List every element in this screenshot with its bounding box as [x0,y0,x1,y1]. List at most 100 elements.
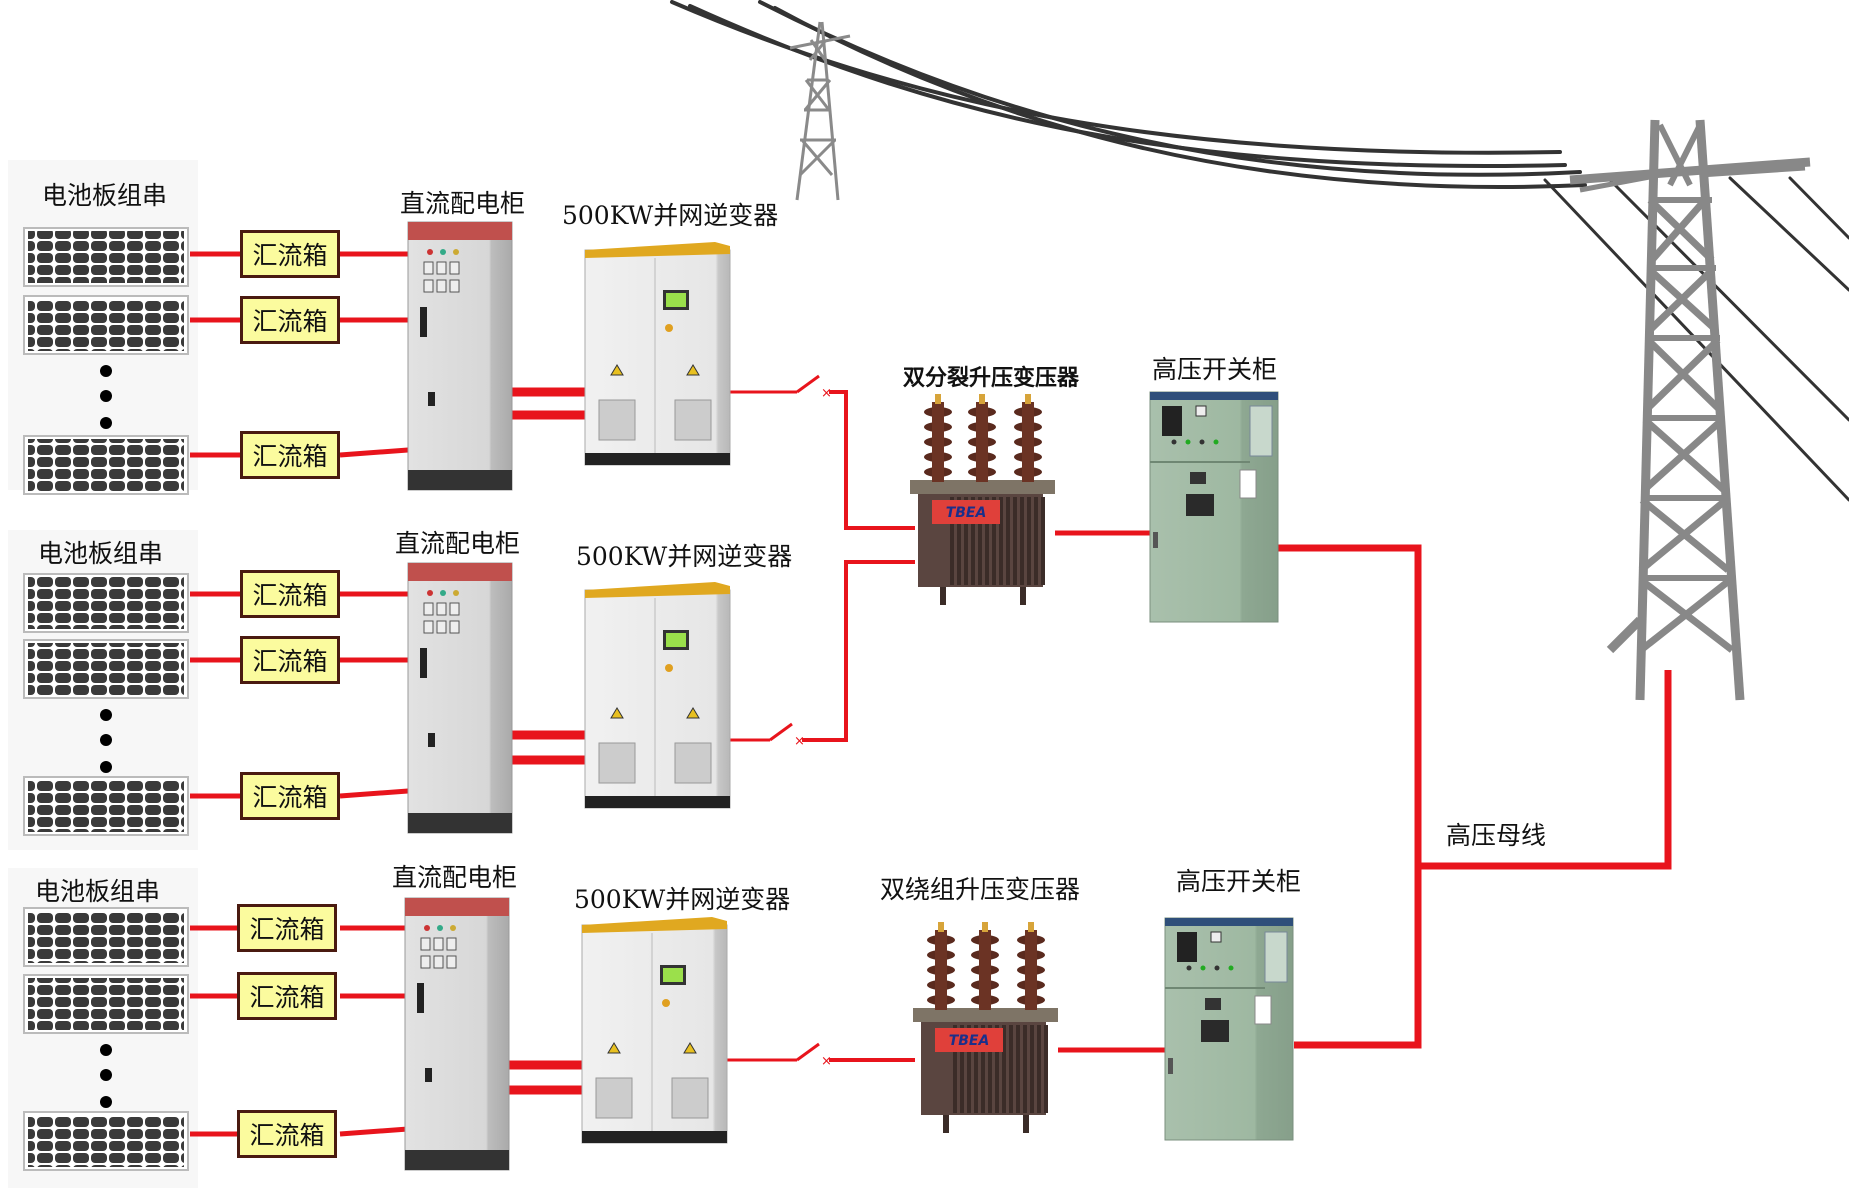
switchgear-meter [1195,405,1207,417]
radiator-fin [953,1025,957,1113]
radiator-fin [967,1025,971,1113]
warning-icon [610,364,624,376]
switchgear-door-handle [1153,532,1158,548]
meter [423,602,434,616]
switchgear-header [1165,918,1293,926]
switchgear-window [1264,931,1288,983]
transformer-lid [913,1008,1058,1022]
pv-cells [28,978,184,1030]
meter [446,937,457,951]
inverter-screen-display [666,293,686,307]
brand-logo: TBEA [949,1033,990,1049]
inverter-top-trim [585,582,730,598]
transformer-leg [943,1115,949,1133]
radiator-fin [995,1025,999,1113]
indicator-light [453,249,459,255]
ellipsis-dot [100,1096,112,1108]
switchgear-meter [1210,931,1222,943]
transformer-lid [910,480,1055,494]
radiator-fin [957,497,961,585]
dc-distribution-cabinet-icon [407,221,513,491]
combiner-box-1-2: 汇流箱 [240,296,340,344]
vent-grille [598,742,636,784]
radiator-fin [1023,1025,1027,1113]
meter [436,279,447,293]
bushing-terminal [979,394,985,404]
combiner-to-dc-wire [339,1126,409,1137]
inverter-to-transformer-wire [829,390,915,530]
inverter-label-1: 500KW并网逆变器 [562,201,779,230]
radiator-fin [964,497,968,585]
bushing-icon [1022,402,1034,482]
dc-cabinet-base [405,1150,509,1170]
radiator-fin [960,1025,964,1113]
dual-winding-transformer-icon: TBEA [913,922,1058,1133]
vent-grille [595,1077,633,1119]
radiator-fin [999,497,1003,585]
inverter-label-3: 500KW并网逆变器 [574,885,791,914]
pv-panel-icon [23,974,189,1034]
emergency-stop-button [665,324,673,332]
bushing-terminal [982,922,988,932]
inverter-base [585,453,730,465]
bushing-terminal [1025,394,1031,404]
switchgear-label-1: 高压开关柜 [1152,355,1278,384]
emergency-stop-button [665,664,673,672]
breaker-switch-icon [796,1042,820,1062]
radiator-fin [992,497,996,585]
pv-panel-icon [23,1111,189,1171]
pv-panel-icon [23,435,189,495]
pv-panel-icon [23,295,189,355]
radiator-fin [988,1025,992,1113]
dc-distribution-cabinet-icon [407,562,513,834]
radiator-fin [1002,1025,1006,1113]
radiator-fin [1020,497,1024,585]
indicator-light [424,925,430,931]
brand-plate [932,500,1000,524]
dc-lock [428,392,435,406]
combiner-box-3-2: 汇流箱 [237,972,337,1020]
pv-cells [28,643,184,695]
transformer-label-2: 双绕组升压变压器 [880,875,1081,904]
ellipsis-dot [100,1044,112,1056]
bushing-icon [979,930,991,1010]
switchgear-control-panel [1201,1020,1229,1042]
warning-icon [610,707,624,719]
warning-icon [607,1042,621,1054]
combiner-to-dc-wire [339,447,409,458]
bushing-icon [932,402,944,482]
dc-cabinet-header [405,898,509,916]
combiner-box-2-1: 汇流箱 [240,570,340,618]
meter [423,620,434,634]
cable-3 [758,0,1582,177]
switchgear-indicator [1213,439,1219,445]
bushing-terminal [938,922,944,932]
combiner-to-dc-wire [339,788,409,799]
dc-cabinet-label-2: 直流配电柜 [395,529,521,558]
radiator-fin [971,497,975,585]
pv-cells [28,231,184,283]
meter [423,261,434,275]
meter [436,602,447,616]
grid-inverter-icon [584,582,731,809]
warning-icon [686,364,700,376]
transmission-tower-icon [1569,119,1811,701]
switchgear-label-plate [1190,472,1206,484]
radiator-fin [1006,497,1010,585]
dc-lock [425,1068,432,1082]
emergency-stop-button [662,999,670,1007]
pv-cells [28,577,184,629]
switchgear-indicator [1214,965,1220,971]
wiring: ××× [190,251,1672,1137]
dc-switch-handle [420,307,427,337]
inverter-base [582,1131,727,1143]
radiator-fin [1030,1025,1034,1113]
dc-cabinet-label-3: 直流配电柜 [392,863,518,892]
combiner-box-1-3: 汇流箱 [240,431,340,479]
combiner-box-2-2: 汇流箱 [240,636,340,684]
grid-inverter-icon [584,242,731,466]
meter [436,620,447,634]
indicator-light [427,590,433,596]
